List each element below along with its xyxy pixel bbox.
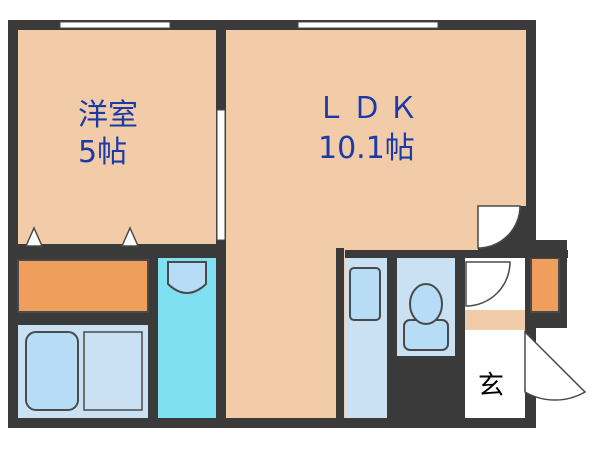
closet <box>17 259 149 313</box>
windows <box>59 21 439 29</box>
shoe-closet <box>530 257 560 313</box>
entrance-step <box>465 310 525 330</box>
closet-markers <box>24 226 140 247</box>
ldk-size: 10.1帖 <box>318 131 415 166</box>
western-room-floor <box>18 30 216 244</box>
entrance-floor <box>465 330 525 418</box>
ldk-name: ＬＤＫ <box>316 91 424 126</box>
toilet-seat-icon <box>409 283 443 325</box>
washbasin-area <box>83 331 143 411</box>
sink-icon <box>349 267 381 321</box>
bathtub <box>25 331 79 411</box>
door-swings <box>465 205 587 401</box>
sliding-door <box>216 109 226 241</box>
entrance-label: 玄 <box>478 371 504 401</box>
ldk-floor <box>226 30 526 418</box>
western-room-name: 洋室 <box>78 98 138 133</box>
toilet-bowl-icon <box>167 261 207 294</box>
western-room-size: 5帖 <box>78 135 127 170</box>
